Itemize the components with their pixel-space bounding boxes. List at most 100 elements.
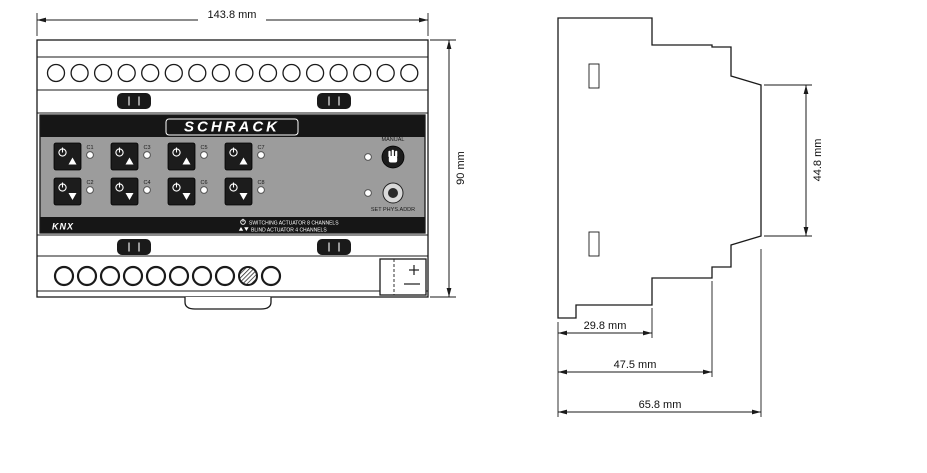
terminal-ring bbox=[53, 265, 75, 287]
channel-button bbox=[167, 142, 196, 171]
up-arrow-icon bbox=[125, 157, 134, 165]
caption-band bbox=[40, 217, 425, 233]
hand-icon bbox=[388, 149, 398, 163]
up-arrow-icon bbox=[239, 157, 248, 165]
channel-button-c8: C8 bbox=[224, 177, 265, 206]
dim-depth-total: 65.8 mm bbox=[558, 249, 762, 417]
terminal-screw bbox=[70, 63, 89, 83]
program-led bbox=[364, 189, 372, 197]
terminal-screw bbox=[305, 63, 325, 83]
terminal-screw bbox=[141, 63, 160, 83]
brand-band bbox=[40, 115, 425, 137]
brand-logo-frame bbox=[165, 118, 299, 136]
channel-button bbox=[53, 142, 82, 171]
channel-label: C2 bbox=[86, 180, 93, 186]
caption-band-content: KNX SWITCHING ACTUATOR 8 CHANNELS BLIND … bbox=[52, 218, 339, 234]
terminal-screw bbox=[258, 63, 278, 83]
channel-led bbox=[200, 151, 208, 159]
up-arrow-icon bbox=[68, 157, 77, 165]
channel-button bbox=[167, 177, 196, 206]
channel-button-c1: C1 bbox=[53, 142, 94, 171]
channel-led bbox=[200, 186, 208, 194]
caption-switching: SWITCHING ACTUATOR 8 CHANNELS bbox=[249, 221, 339, 227]
channel-led bbox=[257, 186, 265, 194]
channel-button-c2: C2 bbox=[53, 177, 94, 206]
terminal-screw bbox=[376, 63, 395, 83]
din-latch bbox=[117, 93, 151, 109]
channel-label: C3 bbox=[143, 145, 150, 151]
channel-button bbox=[224, 142, 253, 171]
din-latch bbox=[317, 239, 351, 255]
channel-led bbox=[143, 186, 151, 194]
program-label: SET PHYS.ADDR bbox=[371, 207, 415, 213]
caption-blind: BLIND ACTUATOR 4 CHANNELS bbox=[251, 228, 327, 234]
channel-button-c4: C4 bbox=[110, 177, 151, 206]
top-terminal-row bbox=[46, 63, 419, 83]
dimension-label: 47.5 mm bbox=[614, 359, 657, 371]
channel-led bbox=[86, 151, 94, 159]
vent-slot bbox=[588, 231, 600, 257]
bottom-terminal-row bbox=[53, 265, 282, 287]
bus-connector-box bbox=[379, 258, 427, 296]
down-arrow-icon bbox=[244, 227, 249, 231]
dimension-label: 65.8 mm bbox=[639, 399, 682, 411]
terminal-ring bbox=[145, 265, 167, 287]
terminal-ring bbox=[260, 265, 282, 287]
side-view: 44.8 mm 29.8 mm 47.5 mm 65.8 mm bbox=[557, 17, 824, 417]
front-panel: SCHRACK C1 C2 bbox=[39, 114, 426, 234]
terminal-screw bbox=[46, 63, 66, 83]
dimension-label: 90 mm bbox=[455, 151, 467, 185]
manual-label: MANUAL bbox=[382, 137, 405, 143]
terminal-screw bbox=[211, 63, 231, 83]
channel-button bbox=[224, 177, 253, 206]
channel-button-c3: C3 bbox=[110, 142, 151, 171]
hand-palm bbox=[388, 156, 398, 163]
channel-label: C1 bbox=[86, 145, 93, 151]
knx-logo: KNX bbox=[52, 222, 74, 232]
channel-led bbox=[86, 186, 94, 194]
terminal-ring bbox=[214, 265, 236, 287]
terminal-screw bbox=[188, 63, 207, 83]
hand-finger bbox=[391, 149, 394, 158]
program-button-center bbox=[388, 188, 398, 198]
front-view: SCHRACK C1 C2 bbox=[36, 8, 467, 310]
up-arrow-icon bbox=[238, 227, 244, 231]
terminal-screw bbox=[93, 63, 113, 83]
vent-slot bbox=[588, 63, 600, 89]
channel-button-c6: C6 bbox=[167, 177, 208, 206]
channel-led bbox=[143, 151, 151, 159]
terminal-ring bbox=[168, 265, 190, 287]
channel-label: C7 bbox=[257, 145, 264, 151]
din-latch bbox=[117, 239, 151, 255]
channel-button-c7: C7 bbox=[224, 142, 265, 171]
panel-border bbox=[39, 114, 426, 234]
manual-led bbox=[364, 153, 372, 161]
dim-width: 143.8 mm bbox=[36, 8, 429, 36]
terminal-screw bbox=[353, 63, 372, 83]
manual-control: MANUAL SET PHYS.ADDR bbox=[364, 137, 415, 213]
channel-label: C5 bbox=[200, 145, 207, 151]
side-outline bbox=[557, 17, 762, 319]
brand-logo: SCHRACK bbox=[184, 119, 280, 136]
hand-finger bbox=[388, 150, 391, 158]
lower-latches bbox=[117, 239, 351, 255]
dimension-label-bg bbox=[198, 8, 266, 21]
terminal-ring bbox=[122, 265, 144, 287]
dim-height: 90 mm bbox=[430, 39, 467, 298]
terminal-ring bbox=[99, 265, 121, 287]
dimension-label: 143.8 mm bbox=[208, 9, 257, 21]
terminal-ring bbox=[76, 265, 98, 287]
channel-button bbox=[110, 142, 139, 171]
down-arrow-icon bbox=[239, 193, 248, 200]
terminal-screw bbox=[238, 266, 258, 286]
bus-connector bbox=[379, 258, 427, 296]
terminal-screw bbox=[329, 63, 348, 83]
terminal-screw bbox=[400, 63, 419, 83]
upper-latches bbox=[117, 93, 351, 109]
channel-label: C4 bbox=[143, 180, 150, 186]
dimension-label: 44.8 mm bbox=[812, 139, 824, 182]
terminal-screw bbox=[164, 63, 183, 83]
dim-depth-mid: 47.5 mm bbox=[558, 281, 713, 377]
